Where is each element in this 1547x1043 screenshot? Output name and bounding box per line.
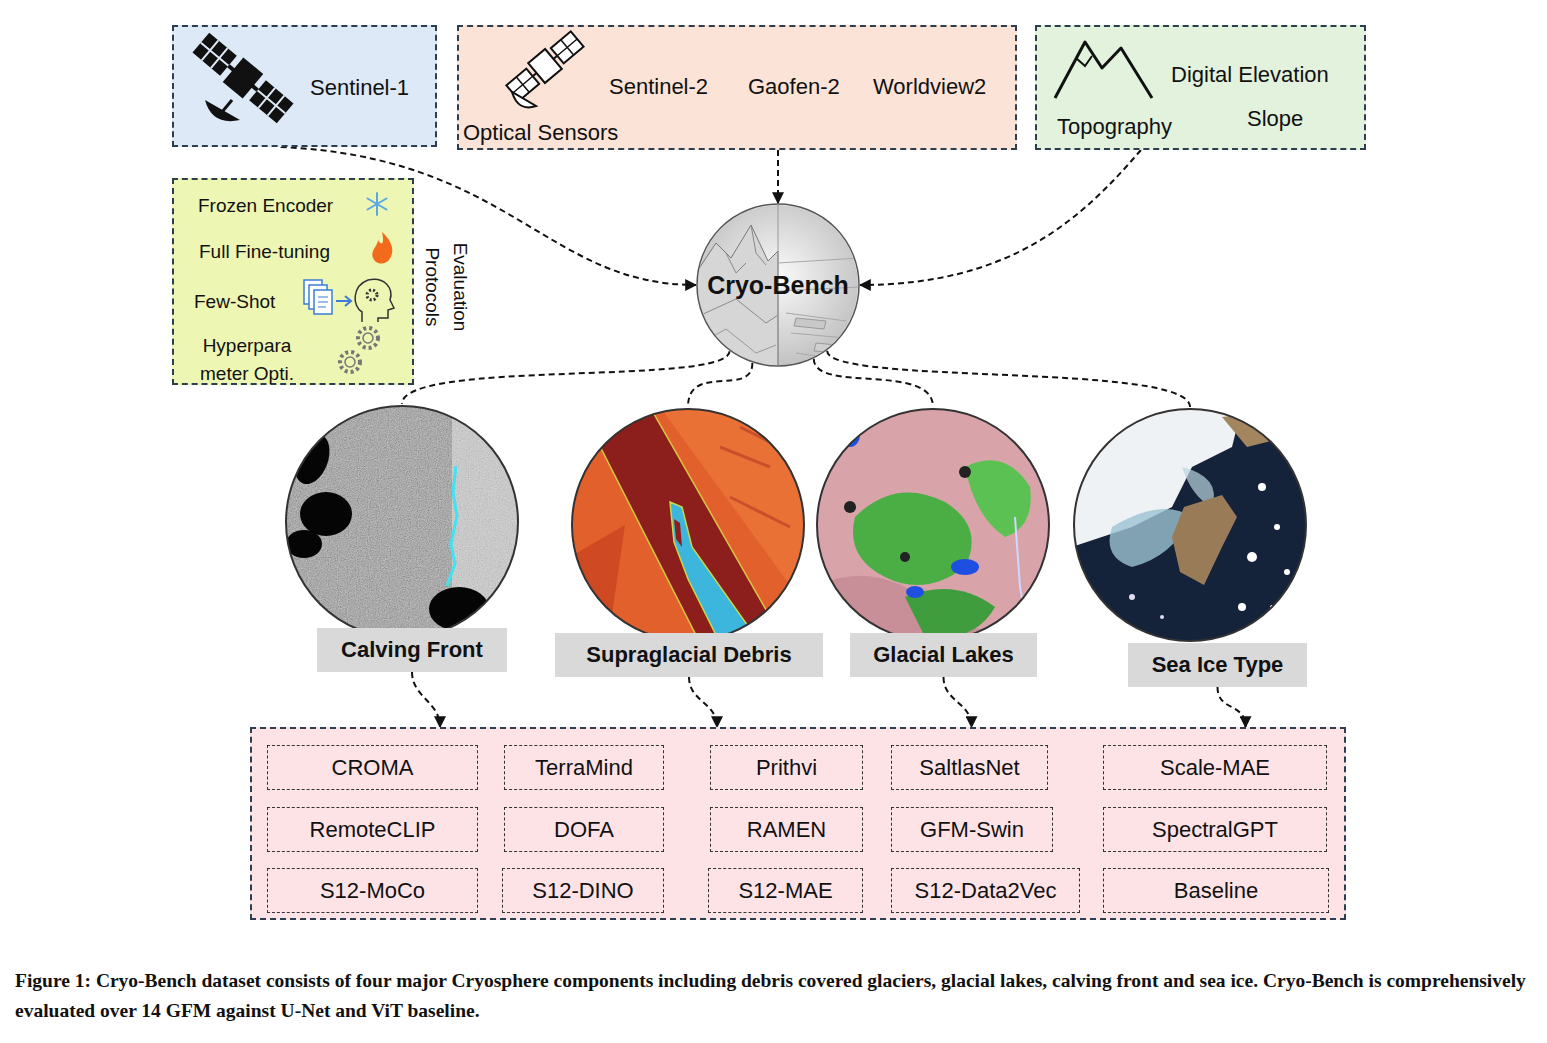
figure-caption: Figure 1: Cryo-Bench dataset consists of…: [15, 966, 1537, 1026]
protocol-box: Evaluation ProtocolsFrozen EncoderFull F…: [172, 178, 414, 385]
box-label: Sentinel-1: [310, 75, 409, 101]
heading-label: Evaluation Protocols: [418, 232, 474, 342]
task-label-box: Glacial Lakes: [850, 633, 1037, 677]
model-label: RAMEN: [747, 817, 826, 843]
dashed-connector: [402, 351, 730, 404]
box-label: Worldview2: [873, 74, 986, 100]
dashed-connector: [689, 677, 717, 727]
dashed-connector: [860, 150, 1141, 285]
model-box: SaltlasNet: [891, 745, 1048, 790]
sensor-group-box: Sentinel-2 Gaofen-2 Worldview2Optical Sens…: [457, 25, 1017, 150]
box-label: Sentinel-2: [609, 74, 708, 100]
model-label: S12-DINO: [532, 878, 633, 904]
model-box: DOFA: [504, 807, 664, 852]
task-node: Glacial Lakes: [815, 407, 1051, 677]
model-box: S12-Data2Vec: [891, 868, 1080, 913]
model-label: TerraMind: [535, 755, 633, 781]
mountain-icon: [1055, 42, 1152, 98]
task-label: Supraglacial Debris: [586, 642, 791, 668]
dashed-connector: [688, 363, 752, 407]
model-box: S12-DINO: [502, 868, 664, 913]
model-box: GFM-Swin: [891, 807, 1053, 852]
hub-label: Cryo-Bench: [707, 271, 849, 300]
dashed-connector: [777, 150, 779, 203]
model-label: S12-MAE: [738, 878, 832, 904]
lake-image: [815, 407, 1051, 643]
satellite-icon: [191, 30, 296, 125]
model-box: RAMEN: [710, 807, 863, 852]
sea-ice-image: [1072, 407, 1308, 643]
snowflake-icon: [368, 193, 387, 215]
dashed-connector: [412, 672, 440, 727]
satellite-icon: [504, 29, 585, 107]
sar-image: [284, 404, 520, 640]
topography-box: Digital ElevationTopography Slope: [1035, 25, 1366, 150]
box-label: Slope: [1247, 106, 1303, 132]
task-node: Supraglacial Debris: [555, 407, 823, 677]
dashed-connector: [827, 351, 1190, 407]
model-box: SpectralGPT: [1103, 807, 1327, 852]
box-label: Few-Shot: [194, 291, 275, 313]
task-label: Calving Front: [341, 637, 483, 663]
box-label: Full Fine-tuning: [199, 241, 330, 263]
dashed-connector: [944, 677, 972, 727]
model-box: RemoteCLIP: [267, 807, 478, 852]
model-box: CROMA: [267, 745, 478, 790]
model-label: S12-MoCo: [320, 878, 425, 904]
model-label: Baseline: [1174, 878, 1258, 904]
box-label: Gaofen-2: [748, 74, 840, 100]
model-box: TerraMind: [504, 745, 664, 790]
box-label: Digital Elevation: [1171, 62, 1329, 88]
model-label: RemoteCLIP: [310, 817, 436, 843]
model-box: S12-MAE: [708, 868, 863, 913]
sensor-box: Sentinel-1: [172, 25, 437, 147]
box-label: Optical Sensors: [463, 120, 618, 146]
task-label-box: Calving Front: [317, 628, 507, 672]
model-box: Prithvi: [710, 745, 863, 790]
model-label: Scale-MAE: [1160, 755, 1270, 781]
model-label: SaltlasNet: [919, 755, 1019, 781]
few-shot-icon: [304, 279, 394, 322]
task-label-box: Sea Ice Type: [1128, 643, 1307, 687]
model-label: CROMA: [332, 755, 414, 781]
model-label: DOFA: [554, 817, 614, 843]
model-label: Prithvi: [756, 755, 817, 781]
box-label: Frozen Encoder: [198, 195, 333, 217]
model-box: Baseline: [1103, 868, 1329, 913]
model-label: S12-Data2Vec: [915, 878, 1057, 904]
model-label: GFM-Swin: [920, 817, 1024, 843]
model-box: Scale-MAE: [1103, 745, 1327, 790]
model-box: S12-MoCo: [267, 868, 478, 913]
box-label: Hyperpara meter Opti.: [188, 332, 306, 388]
hub-circle: Cryo-Bench: [696, 203, 860, 367]
task-label-box: Supraglacial Debris: [555, 633, 823, 677]
dashed-connector: [1218, 687, 1246, 727]
model-group-box: CROMA TerraMind Prithvi SaltlasNet Scale-MAE…: [250, 727, 1346, 920]
task-label: Glacial Lakes: [873, 642, 1014, 668]
task-label: Sea Ice Type: [1152, 652, 1284, 678]
gear-icon: [340, 328, 378, 372]
task-node: Calving Front: [284, 404, 520, 672]
model-label: SpectralGPT: [1152, 817, 1278, 843]
fire-icon: [372, 232, 392, 264]
task-node: Sea Ice Type: [1072, 407, 1308, 687]
debris-image: [570, 407, 806, 643]
box-label: Topography: [1057, 114, 1172, 140]
